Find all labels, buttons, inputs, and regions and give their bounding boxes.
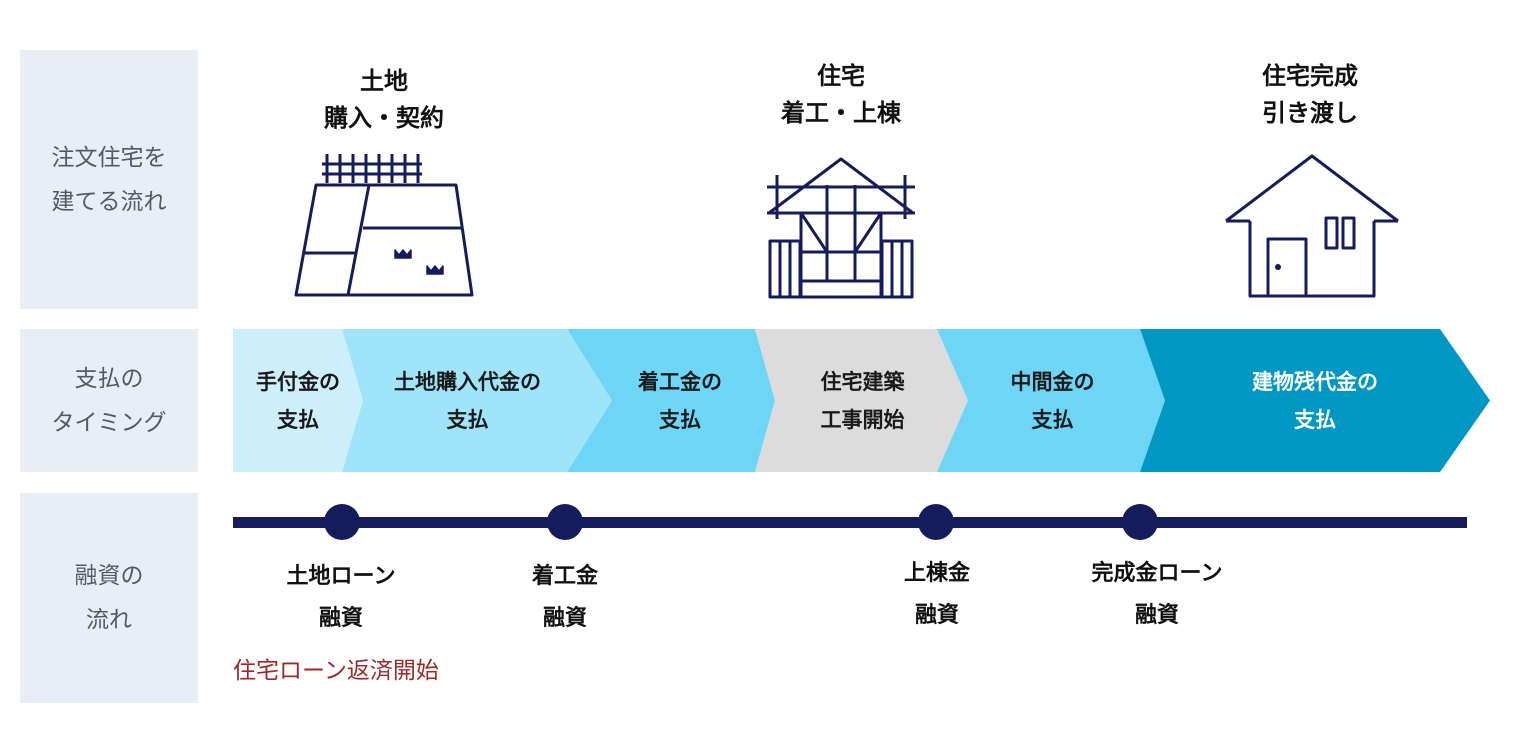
payment-chevron-2 <box>342 329 612 472</box>
payment-step-line2: 支払 <box>277 407 319 432</box>
payment-step-balance: 建物残代金の 支払 <box>1165 329 1465 472</box>
financing-line1: 土地ローン <box>286 564 396 589</box>
stage-title-line1: 住宅 <box>817 62 865 90</box>
financing-line2: 融資 <box>318 606 363 631</box>
financing-milestone-dot-2 <box>547 504 583 540</box>
financing-framing-fee: 上棟金 融資 <box>872 553 1002 637</box>
payment-chevron-3 <box>567 329 775 472</box>
house-frame-icon <box>767 157 915 299</box>
payment-chevron-4 <box>755 329 968 472</box>
payment-step-line1: 着工金の <box>638 369 722 394</box>
row-label-payment-line2: タイミング <box>51 409 167 436</box>
payment-step-line2: 支払 <box>1031 407 1074 432</box>
row-label-flow-line1: 注文住宅を <box>51 144 167 171</box>
row-label-payment-line1: 支払の <box>74 365 144 392</box>
financing-line2: 融資 <box>914 603 959 628</box>
financing-line1: 上棟金 <box>903 561 970 586</box>
row-label-finance-line2: 流れ <box>86 607 132 633</box>
payment-chevron-6 <box>1140 329 1490 472</box>
row-label-finance: 融資の 流れ <box>20 493 198 703</box>
payment-step-interim: 中間金の 支払 <box>960 329 1145 472</box>
stage-land-purchase: 土地 購入・契約 <box>284 63 484 137</box>
stage-title-line2: 着工・上棟 <box>781 99 901 127</box>
payment-step-line1: 住宅建築 <box>820 369 905 394</box>
payment-step-deposit: 手付金の 支払 <box>233 329 363 472</box>
row-label-flow: 注文住宅を 建てる流れ <box>20 50 198 309</box>
financing-land-loan: 土地ローン 融資 <box>261 556 421 640</box>
payment-step-construction-start: 住宅建築 工事開始 <box>775 329 950 472</box>
stage-construction: 住宅 着工・上棟 <box>741 58 941 132</box>
stage-title-line2: 購入・契約 <box>324 104 444 132</box>
stage-title-line1: 土地 <box>360 67 408 95</box>
payment-chevron-5 <box>937 329 1165 472</box>
payment-step-line2: 支払 <box>659 407 701 432</box>
financing-line2: 融資 <box>1134 603 1179 628</box>
financing-line1: 着工金 <box>531 564 598 589</box>
financing-start-fee: 着工金 融資 <box>500 556 630 640</box>
payment-step-line1: 土地購入代金の <box>394 369 541 394</box>
payment-step-land-price: 土地購入代金の 支払 <box>355 329 580 472</box>
row-label-flow-line2: 建てる流れ <box>51 188 167 215</box>
payment-step-line1: 建物残代金の <box>1252 369 1378 394</box>
payment-step-line2: 支払 <box>446 407 489 432</box>
financing-timeline-line <box>233 517 1467 528</box>
financing-milestone-dot-1 <box>324 504 360 540</box>
repayment-start-note: 住宅ローン返済開始 <box>233 658 439 684</box>
stage-completion: 住宅完成 引き渡し <box>1210 58 1410 132</box>
stage-title-line2: 引き渡し <box>1262 99 1358 127</box>
completed-house-icon <box>1225 154 1399 298</box>
financing-line1: 完成金ローン <box>1091 561 1223 586</box>
row-label-payment: 支払の タイミング <box>20 329 198 472</box>
row-label-finance-line1: 融資の <box>74 563 144 589</box>
payment-step-line2: 工事開始 <box>820 407 905 432</box>
payment-step-line1: 中間金の <box>1010 369 1095 394</box>
stage-title-line1: 住宅完成 <box>1262 62 1358 90</box>
payment-step-line2: 支払 <box>1294 407 1336 432</box>
payment-step-start-fee: 着工金の 支払 <box>590 329 770 472</box>
financing-milestone-dot-3 <box>918 504 954 540</box>
financing-milestone-dot-4 <box>1122 504 1158 540</box>
financing-completion-loan: 完成金ローン 融資 <box>1062 553 1252 637</box>
land-plot-icon <box>294 154 474 297</box>
payment-chevron-1 <box>233 329 363 472</box>
payment-step-line1: 手付金の <box>256 369 340 394</box>
financing-line2: 融資 <box>542 606 587 631</box>
